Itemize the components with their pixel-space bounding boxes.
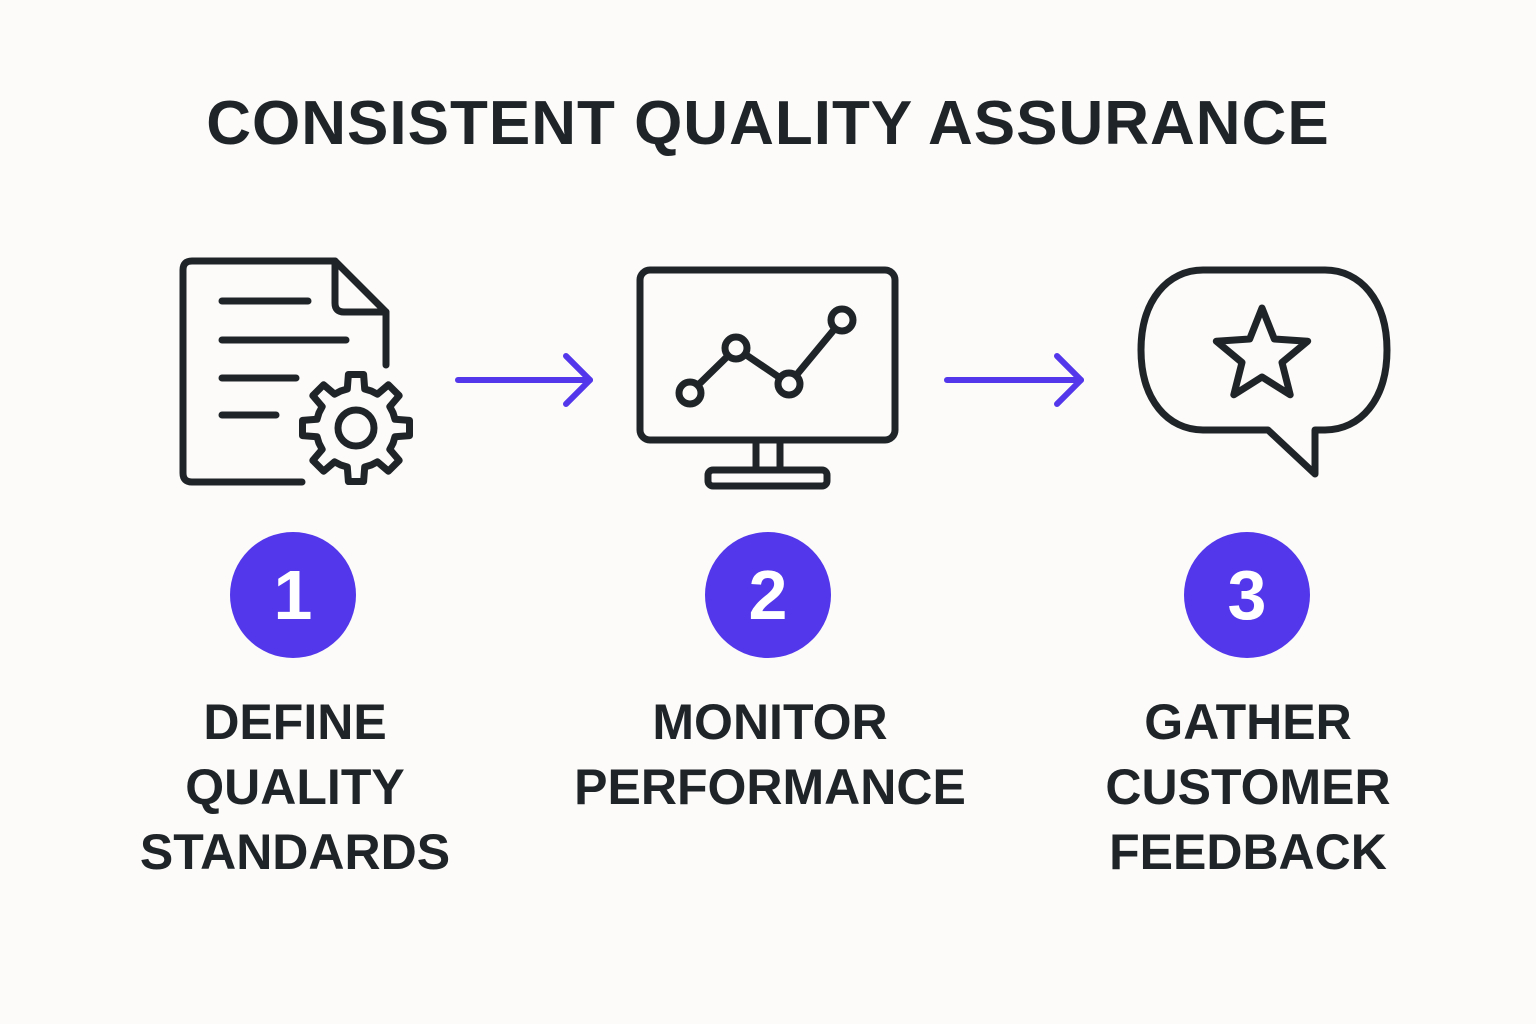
step-label-line: DEFINE	[203, 694, 387, 750]
arrow-right-icon	[944, 353, 1084, 407]
step-label-line: PERFORMANCE	[574, 759, 966, 815]
step-label-line: CUSTOMER	[1105, 759, 1391, 815]
diagram-title: CONSISTENT QUALITY ASSURANCE	[206, 89, 1330, 158]
step-label: MONITOR PERFORMANCE	[550, 690, 990, 820]
step-label: DEFINE QUALITY STANDARDS	[75, 690, 515, 885]
document-gear-icon	[179, 257, 413, 486]
step-label-line: GATHER	[1144, 694, 1352, 750]
monitor-line-chart-icon	[636, 266, 899, 490]
step-number-badge: 3	[1184, 532, 1310, 658]
arrow-right-icon	[455, 353, 593, 407]
step-label-line: QUALITY	[185, 759, 405, 815]
step-label-line: STANDARDS	[139, 824, 451, 880]
step-label-line: MONITOR	[652, 694, 888, 750]
step-number-badge: 1	[230, 532, 356, 658]
speech-bubble-star-icon	[1137, 266, 1391, 478]
step-label: GATHER CUSTOMER FEEDBACK	[1028, 690, 1468, 885]
step-number-badge: 2	[705, 532, 831, 658]
step-label-line: FEEDBACK	[1109, 824, 1387, 880]
